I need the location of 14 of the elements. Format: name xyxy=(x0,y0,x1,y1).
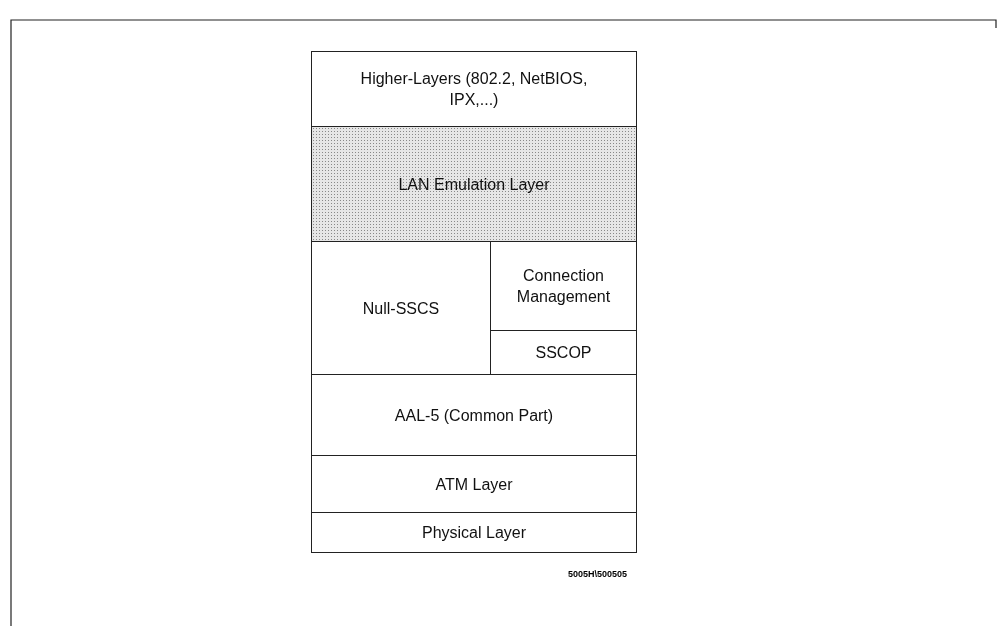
layer-name: Null-SSCS xyxy=(362,298,440,319)
layer-name: Connection Management xyxy=(515,266,612,307)
layer-name: ATM Layer xyxy=(435,474,513,495)
layer-box xyxy=(311,374,637,456)
layer-box xyxy=(311,455,637,513)
layer-name: Higher-Layers (802.2, NetBIOS, IPX,...) xyxy=(359,69,589,110)
layer-name: SSCOP xyxy=(535,343,592,363)
layer-box xyxy=(311,51,637,127)
layer-name: Physical Layer xyxy=(421,523,526,543)
layer-name: LAN Emulation Layer xyxy=(398,174,550,195)
figure-number: 5005H\500505 xyxy=(568,569,628,579)
shaded-layer-box xyxy=(311,126,637,242)
layer-box xyxy=(311,512,637,553)
layer-name: AAL-5 (Common Part) xyxy=(394,405,554,426)
